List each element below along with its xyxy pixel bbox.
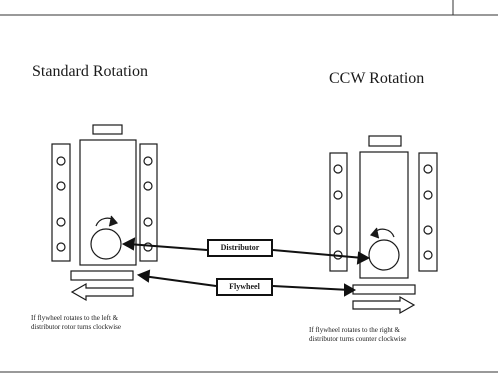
right-caption-line-2: distributor turns counter clockwise xyxy=(309,335,407,343)
right-cylinder-bank-right xyxy=(418,152,438,272)
right-flywheel-arrow xyxy=(352,295,416,315)
left-engine xyxy=(51,124,158,302)
left-title: Standard Rotation xyxy=(32,63,148,80)
left-flywheel-bar xyxy=(70,270,134,281)
right-flywheel-bar xyxy=(352,284,416,295)
left-cylinder-bank-right xyxy=(139,143,158,262)
left-caption-line-1: If flywheel rotates to the left & xyxy=(31,314,119,322)
right-caption: If flywheel rotates to the right & distr… xyxy=(309,326,489,344)
left-cylinder-bank-left xyxy=(51,143,71,262)
left-distributor-cap xyxy=(90,228,122,260)
right-distributor-cap xyxy=(368,239,400,271)
distributor-arrowhead-right xyxy=(356,251,371,265)
left-rotor-arrowhead xyxy=(108,215,119,227)
left-flywheel-arrow xyxy=(70,282,134,302)
left-caption-line-2: distributor rotor turns clockwise xyxy=(31,323,122,331)
distributor-connectors xyxy=(121,237,371,265)
flywheel-connectors xyxy=(136,269,357,297)
right-caption-line-1: If flywheel rotates to the right & xyxy=(309,326,400,334)
flywheel-label: Flywheel xyxy=(216,278,273,296)
right-engine-block xyxy=(359,151,409,279)
flywheel-arrowhead-right xyxy=(344,283,357,297)
right-rotor-arrowhead xyxy=(369,227,380,239)
flywheel-arrowhead-left xyxy=(136,269,151,283)
right-water-pump xyxy=(368,135,402,147)
distributor-label: Distributor xyxy=(207,239,273,257)
right-title: CCW Rotation xyxy=(329,70,425,87)
left-engine-block xyxy=(79,139,137,266)
left-water-pump xyxy=(92,124,123,135)
left-caption: If flywheel rotates to the left & distri… xyxy=(31,314,201,332)
right-cylinder-bank-left xyxy=(329,152,348,272)
distributor-arrowhead-left xyxy=(121,237,136,251)
